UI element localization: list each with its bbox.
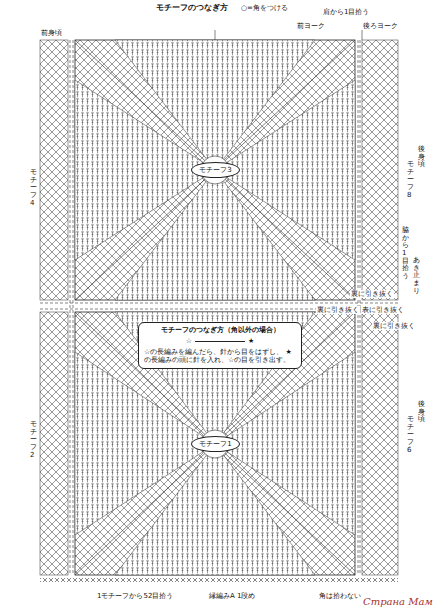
vertical-label: 後身頃 (418, 400, 425, 425)
join-line (195, 341, 245, 342)
chart-note: 裏に引き抜く (372, 322, 416, 330)
note-box: モチーフのつなぎ方（角以外の場合）☆★☆の長編みを編んだら、針から目をはずし、 … (138, 322, 302, 369)
chart-note: 裏に引き抜く (350, 290, 394, 298)
vertical-label: モチーフ2 (30, 420, 37, 460)
chart-note: 表に引き抜く (361, 306, 405, 314)
vertical-label: あき止まり (413, 256, 420, 296)
vertical-label: モチーフ6 (407, 415, 414, 455)
side-strip (40, 312, 68, 575)
watermark: Страна Мам (362, 596, 434, 608)
side-strip (362, 40, 398, 300)
motif-spoke (75, 312, 355, 575)
note-text: ☆の長編みを編んだら、針から目をはずし、 ★の長編みの頭に針を入れ、☆の目を引き… (144, 348, 296, 366)
leader-line (215, 30, 362, 40)
vertical-label: 後身頃 (418, 145, 425, 170)
chart-note: 肩から1目拾う (322, 8, 370, 16)
chart-note: 前身頃 (40, 29, 63, 37)
chart-note: 1モチーフから52目拾う (96, 592, 174, 600)
diagram-title: モチーフのつなぎ方 (155, 3, 229, 13)
side-strip (40, 40, 68, 300)
edging-row (40, 577, 398, 586)
stitch-symbol: ☆ (186, 337, 192, 346)
chart-note: 後ろヨーク (362, 22, 399, 30)
motif-spoke (75, 40, 355, 300)
motif-square (75, 40, 355, 300)
chart-note: 前ヨーク (296, 22, 326, 30)
side-strip (362, 312, 398, 575)
motif-label-oval: モチーフ3 (191, 162, 240, 178)
note-heading: モチーフのつなぎ方（角以外の場合） (144, 326, 296, 335)
join-chain (70, 40, 360, 575)
stitch-symbol: ★ (248, 337, 254, 346)
chart-note: ○=角をつける (240, 4, 289, 12)
motif-square (75, 312, 355, 575)
motif-label-oval: モチーフ1 (191, 436, 240, 452)
motif-name: モチーフ1 (199, 440, 231, 449)
chart-note: 角は拾わない (318, 592, 362, 600)
symbol-row: ☆★ (144, 337, 296, 346)
chart-note: 縁編みA 1段め (208, 592, 256, 600)
chart-note: 裏に引き抜く (316, 306, 360, 314)
vertical-label: モチーフ4 (30, 168, 37, 208)
vertical-label: 脇から1目拾う (402, 226, 409, 282)
vertical-label: モチーフ8 (407, 160, 414, 200)
motif-name: モチーフ3 (199, 166, 231, 175)
